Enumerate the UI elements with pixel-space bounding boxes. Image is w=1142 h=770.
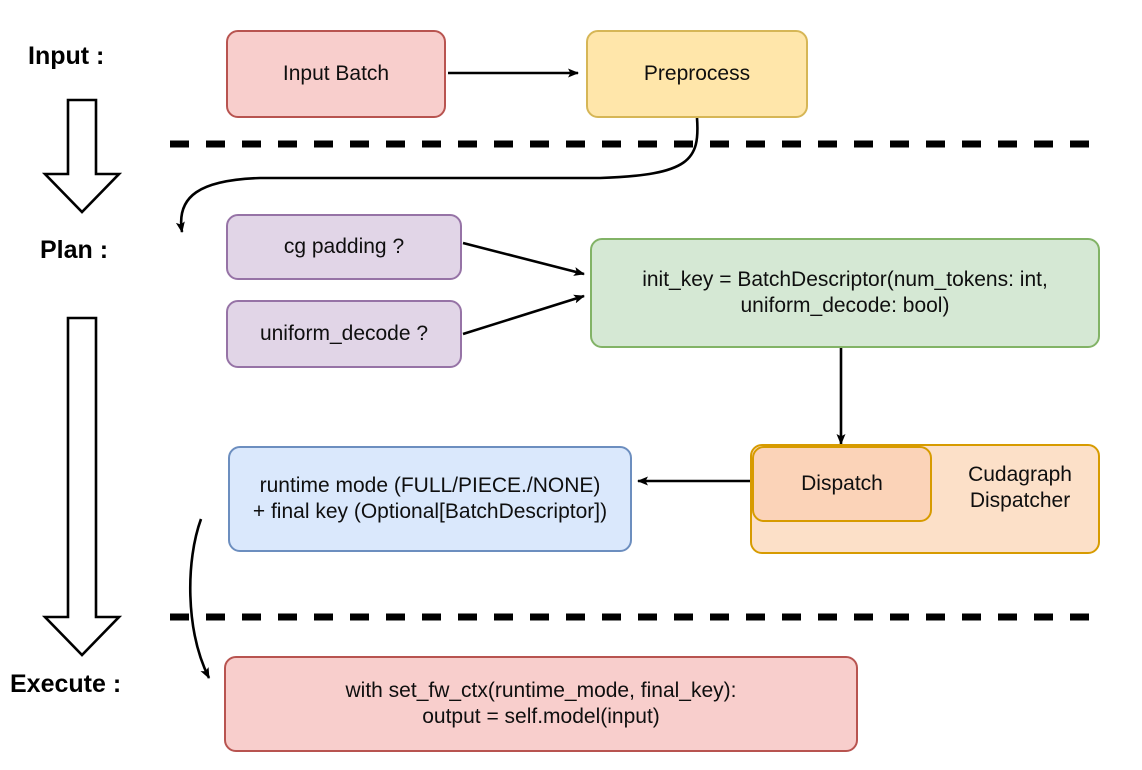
edge-cg-padding-to-init-key <box>462 241 585 276</box>
stage-label-input: Input : <box>28 42 105 70</box>
plan-to-execute-arrow <box>41 316 123 657</box>
edge-runtime-mode-to-execute-code <box>188 518 211 679</box>
node-input-batch[interactable]: Input Batch <box>226 30 446 118</box>
input-to-plan-arrow <box>41 98 123 214</box>
stage-label-execute: Execute : <box>10 670 122 698</box>
node-init-key[interactable]: init_key = BatchDescriptor(num_tokens: i… <box>590 238 1100 348</box>
node-runtime-mode[interactable]: runtime mode (FULL/PIECE./NONE) + final … <box>228 446 632 552</box>
edge-uniform-decode-to-init-key <box>462 294 585 336</box>
node-execute-code[interactable]: with set_fw_ctx(runtime_mode, final_key)… <box>224 656 858 752</box>
stage-label-plan: Plan : <box>40 236 109 264</box>
node-cg-padding[interactable]: cg padding ? <box>226 214 462 280</box>
node-uniform-decode[interactable]: uniform_decode ? <box>226 300 462 368</box>
node-dispatch[interactable]: Dispatch <box>752 446 932 522</box>
node-preprocess[interactable]: Preprocess <box>586 30 808 118</box>
